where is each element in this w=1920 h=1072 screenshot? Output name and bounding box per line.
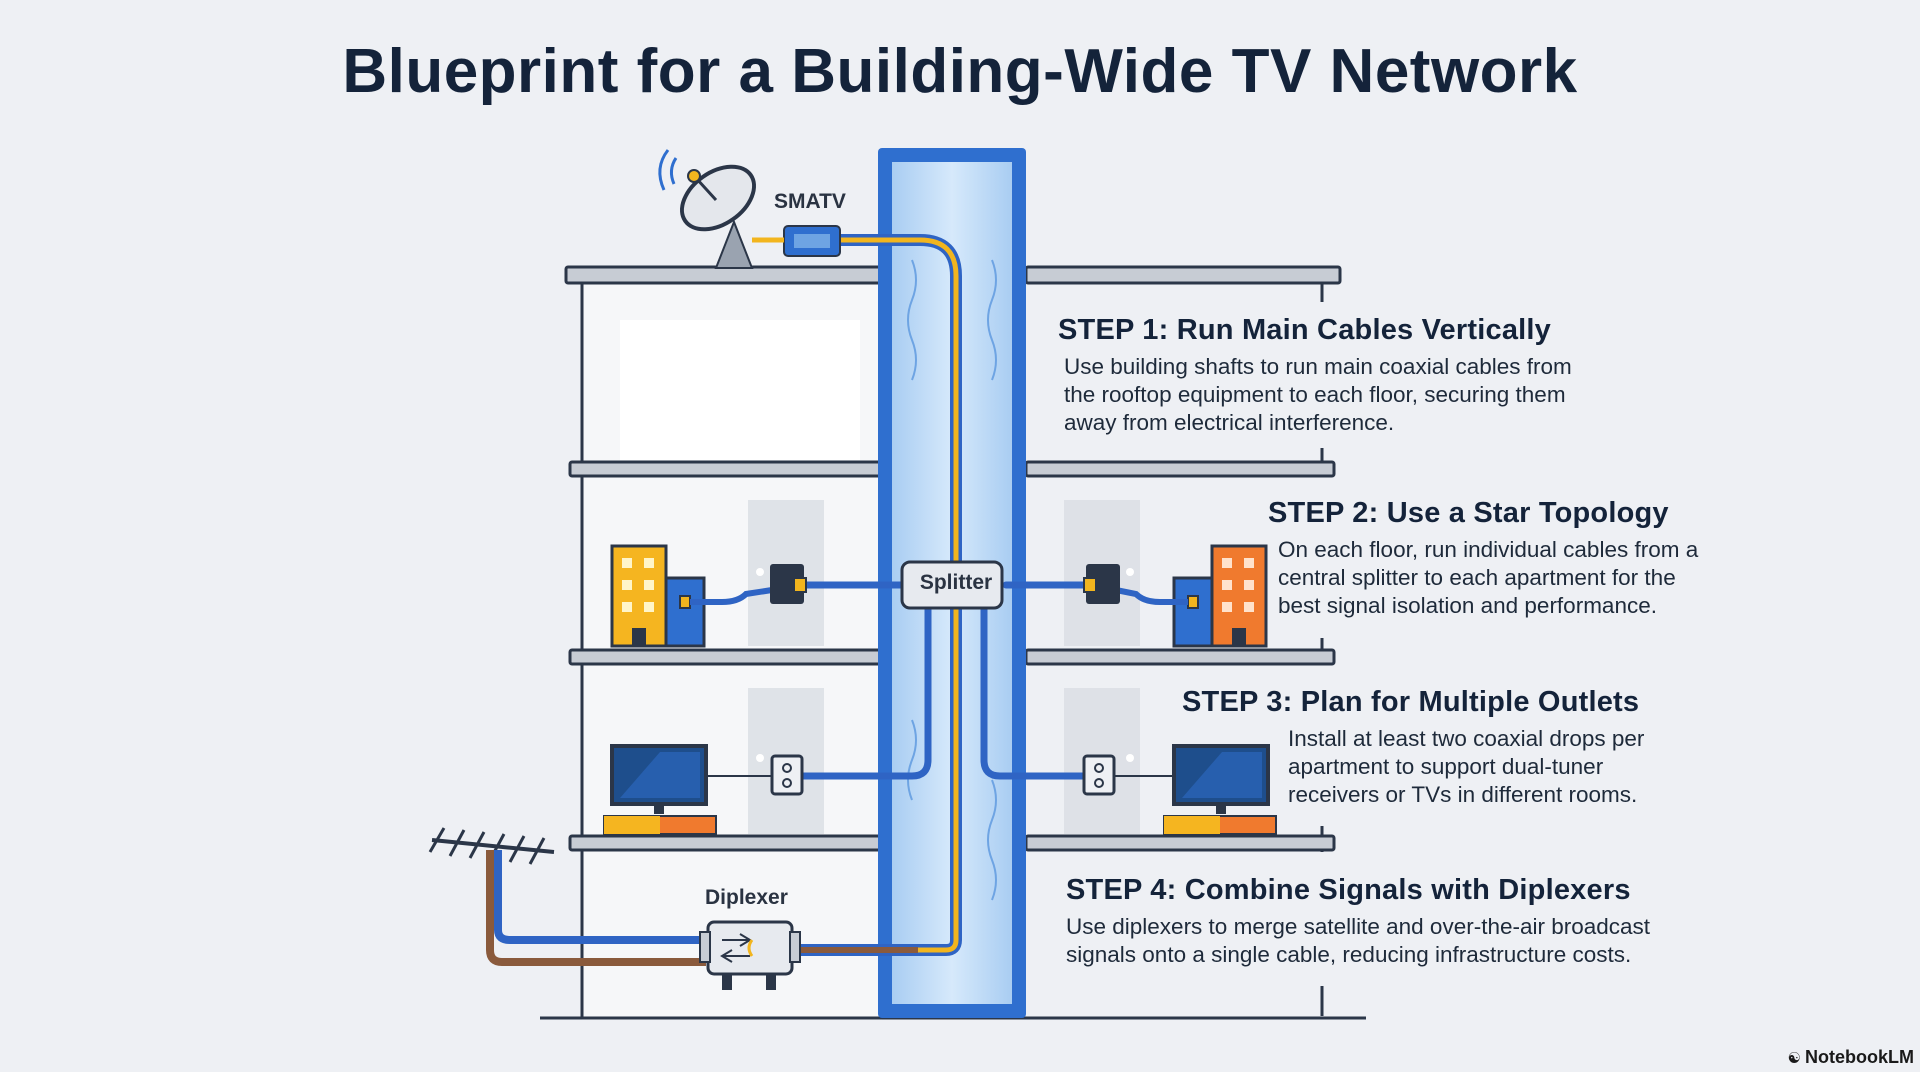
floor-slab-right-3 <box>1024 834 1336 852</box>
splitter-label: Splitter <box>919 571 993 594</box>
roof-slab-left <box>564 265 884 285</box>
floor-slab-left-3 <box>568 834 884 852</box>
step-4-body: Use diplexers to merge satellite and ove… <box>1066 914 1651 967</box>
smatv-box <box>752 225 841 257</box>
step-3-body: Install at least two coaxial drops per a… <box>1288 726 1645 807</box>
step-1-body: Use building shafts to run main coaxial … <box>1064 354 1572 435</box>
tv-antenna-icon <box>428 827 918 966</box>
step-2-heading: STEP 2: Use a Star Topology <box>1268 497 1669 529</box>
page-title: Blueprint for a Building-Wide TV Network <box>342 37 1578 106</box>
satellite-dish-icon <box>658 149 757 269</box>
step-3-heading: STEP 3: Plan for Multiple Outlets <box>1182 686 1640 718</box>
step-2-body: On each floor, run individual cables fro… <box>1278 537 1699 618</box>
floor-slab-left-2 <box>568 648 884 666</box>
diplexer <box>699 920 801 990</box>
tv-right-floor2 <box>1082 744 1277 835</box>
step-4: STEP 4: Combine Signals with Diplexers U… <box>1066 874 1706 969</box>
diplexer-label: Diplexer <box>705 886 788 909</box>
step-3: STEP 3: Plan for Multiple Outlets Instal… <box>1182 686 1742 809</box>
floor-slab-right-2 <box>1024 648 1336 666</box>
apartment-left-floor1 <box>610 544 807 648</box>
apartment-right-floor1 <box>1083 544 1268 648</box>
splitter-drops <box>796 581 1094 780</box>
step-1: STEP 1: Run Main Cables Vertically Use b… <box>1058 314 1618 437</box>
tv-left-floor2 <box>603 744 804 835</box>
notebooklm-logo-icon: ☯ <box>1787 1050 1802 1067</box>
floor-slab-right-1 <box>1024 460 1336 478</box>
step-4-heading: STEP 4: Combine Signals with Diplexers <box>1066 874 1631 906</box>
brand-name: NotebookLM <box>1805 1047 1914 1067</box>
brand-watermark: ☯NotebookLM <box>1788 1047 1914 1068</box>
splitter <box>900 560 1004 610</box>
step-1-heading: STEP 1: Run Main Cables Vertically <box>1058 314 1551 346</box>
step-2: STEP 2: Use a Star Topology On each floo… <box>1268 497 1828 620</box>
floor-slab-left-1 <box>568 460 884 478</box>
smatv-label: SMATV <box>774 190 846 213</box>
roof-slab-right <box>1024 265 1342 285</box>
main-riser-cable <box>794 234 962 956</box>
